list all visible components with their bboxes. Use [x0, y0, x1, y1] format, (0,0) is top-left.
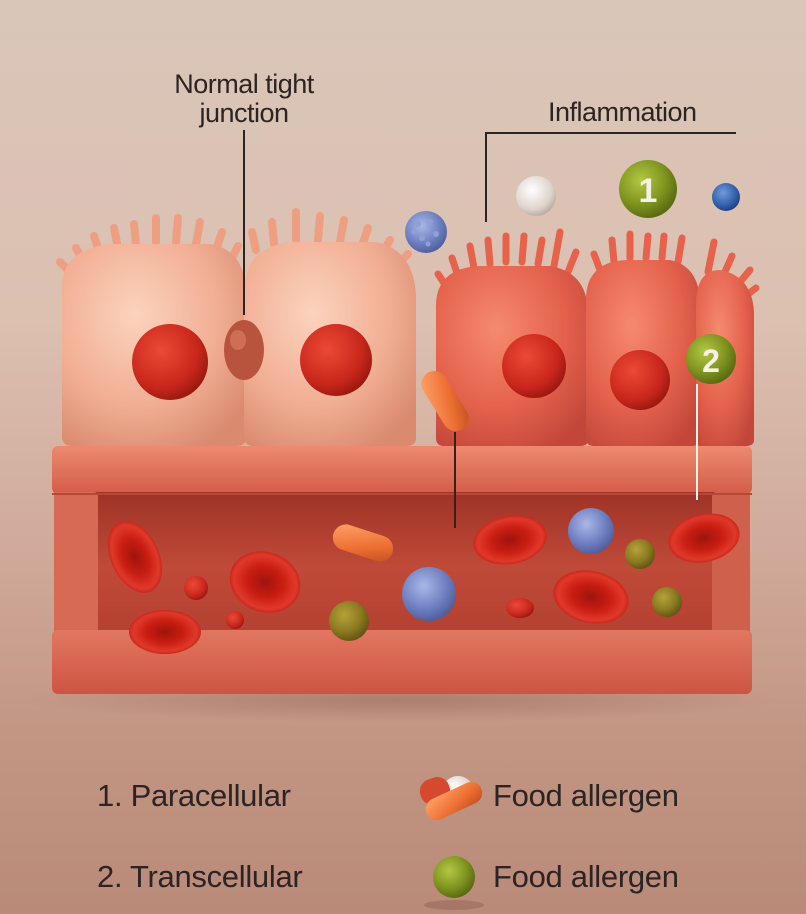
legend-green-allergen-icon	[433, 856, 475, 898]
orange-capsule-icon	[421, 371, 469, 431]
transcellular-marker: 2	[702, 343, 720, 379]
immune-cell-texture	[411, 219, 439, 247]
legend-orange-capsule-icon	[425, 781, 483, 821]
healthy-cell-1-nucleus	[132, 324, 208, 400]
small-red-cell-icon	[184, 576, 208, 600]
inflamed-cells	[434, 228, 760, 446]
orange-capsule-icon	[332, 524, 394, 562]
inflamed-cell-2-microvilli	[590, 230, 686, 274]
inflamed-cell-3-microvilli	[704, 238, 760, 298]
red-blood-cell-icon	[668, 513, 740, 563]
inflammation-leader	[485, 132, 736, 222]
paracellular-marker: 1	[639, 172, 658, 210]
small-red-cell-icon	[506, 598, 534, 618]
blue-particle-icon	[712, 183, 740, 211]
tissue-top-slab	[52, 446, 752, 494]
blue-immune-cell-icon	[568, 508, 614, 554]
paracellular-allergen-icon	[619, 160, 677, 218]
normal-junction-label-line1: Normal tight	[174, 69, 314, 99]
legend-food-allergen-green: Food allergen	[493, 859, 679, 894]
green-allergen-icon	[625, 539, 655, 569]
tissue-bottom-slab	[52, 630, 752, 694]
tissue-left-wall	[54, 492, 98, 642]
healthy-cell-2-nucleus	[300, 324, 372, 396]
tight-junction-highlight	[230, 330, 246, 350]
normal-junction-label: Normal tight junction	[160, 70, 328, 128]
transcellular-allergen-icon	[686, 334, 736, 384]
white-particle-icon	[516, 176, 556, 216]
red-blood-cell-icon	[473, 515, 547, 565]
red-blood-cell-icon	[229, 551, 301, 613]
inflamed-cell-2-nucleus	[610, 350, 670, 410]
green-allergen-icon	[329, 601, 369, 641]
inflamed-cell-1-nucleus	[502, 334, 566, 398]
legend-food-allergen-capsule: Food allergen	[493, 778, 679, 813]
legend-item-transcellular: 2. Transcellular	[97, 859, 303, 894]
normal-junction-label-line2: junction	[199, 98, 289, 128]
red-blood-cell-icon	[553, 570, 629, 624]
legend-icons	[419, 776, 484, 910]
blue-immune-cell-icon	[405, 211, 447, 253]
inflammation-label: Inflammation	[548, 97, 697, 127]
blood-channel-contents	[107, 508, 740, 654]
blue-immune-cell-icon	[402, 567, 456, 621]
tight-junction	[224, 320, 264, 380]
legend-item-paracellular: 1. Paracellular	[97, 778, 291, 813]
healthy-cells	[56, 208, 416, 446]
green-allergen-icon	[652, 587, 682, 617]
red-blood-cell-icon	[107, 521, 163, 593]
red-blood-cell-icon	[129, 610, 201, 654]
leader-lines	[243, 130, 736, 528]
small-red-cell-icon	[226, 611, 244, 629]
legend-shadow	[424, 900, 484, 910]
lumen-particles: 1 2	[405, 160, 740, 431]
